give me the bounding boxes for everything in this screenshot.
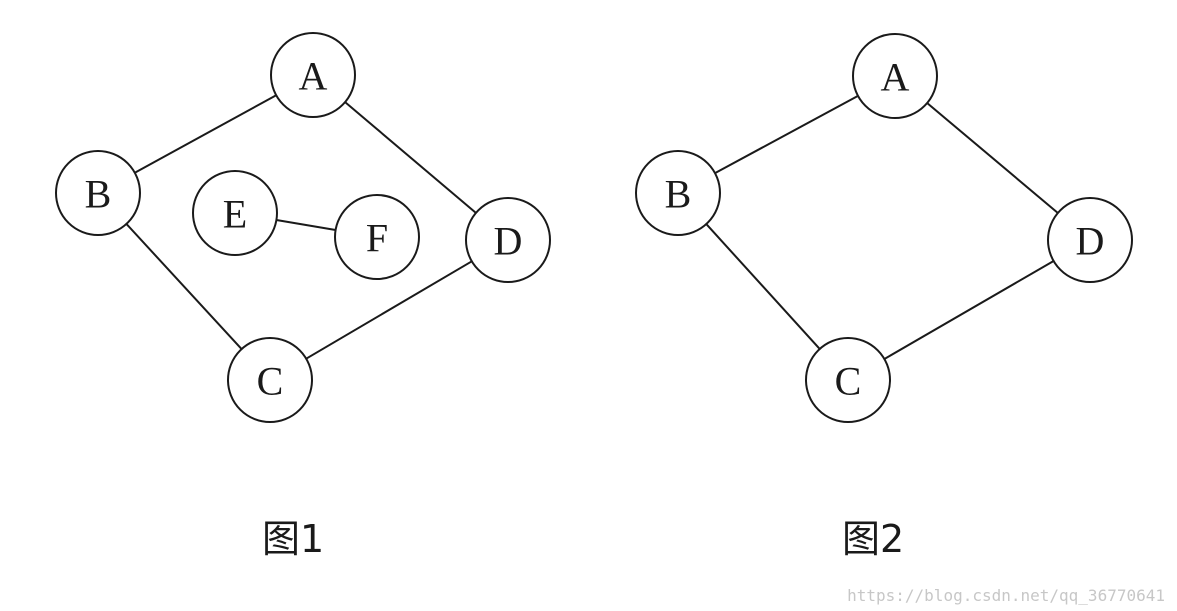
- node-b: B: [635, 150, 721, 236]
- node-circle-d: [465, 197, 551, 283]
- node-circle-e: [192, 170, 278, 256]
- edge-e-f: [276, 219, 336, 231]
- edge-a-d: [926, 102, 1059, 214]
- watermark-url: https://blog.csdn.net/qq_36770641: [847, 586, 1165, 605]
- figure-1-edges: [125, 94, 477, 360]
- node-d: D: [1047, 197, 1133, 283]
- figure-2-graph: A B C D: [635, 33, 1133, 423]
- edge-c-d: [305, 260, 473, 360]
- node-a: A: [852, 33, 938, 119]
- node-label-e: E: [223, 192, 247, 237]
- node-label-d: D: [1076, 219, 1105, 264]
- node-circle-f: [334, 194, 420, 280]
- node-label-c: C: [835, 359, 862, 404]
- node-label-c: C: [257, 359, 284, 404]
- node-a: A: [270, 32, 356, 118]
- node-circle-c: [227, 337, 313, 423]
- node-c: C: [227, 337, 313, 423]
- node-label-a: A: [881, 55, 910, 100]
- node-circle-a: [852, 33, 938, 119]
- node-e: E: [192, 170, 278, 256]
- figure-2-edges: [705, 95, 1059, 360]
- figure-2-caption: 图2: [842, 517, 905, 561]
- node-d: D: [465, 197, 551, 283]
- node-circle-b: [55, 150, 141, 236]
- node-circle-c: [805, 337, 891, 423]
- node-label-b: B: [665, 172, 692, 217]
- node-label-b: B: [85, 172, 112, 217]
- edge-a-b: [714, 95, 859, 174]
- node-label-a: A: [299, 54, 328, 99]
- figure-1-caption: 图1: [262, 517, 325, 561]
- edge-a-d: [344, 101, 477, 214]
- node-b: B: [55, 150, 141, 236]
- node-circle-b: [635, 150, 721, 236]
- node-c: C: [805, 337, 891, 423]
- node-circle-d: [1047, 197, 1133, 283]
- node-label-f: F: [366, 216, 388, 261]
- figure-1-graph: A B C D E F: [55, 32, 551, 423]
- node-label-d: D: [494, 219, 523, 264]
- figure-1-nodes: A B C D E F: [55, 32, 551, 423]
- edge-b-c: [705, 223, 821, 350]
- node-circle-a: [270, 32, 356, 118]
- figure-2-nodes: A B C D: [635, 33, 1133, 423]
- node-f: F: [334, 194, 420, 280]
- edge-c-d: [883, 260, 1055, 360]
- edge-a-b: [134, 94, 277, 174]
- edge-b-c: [125, 223, 243, 350]
